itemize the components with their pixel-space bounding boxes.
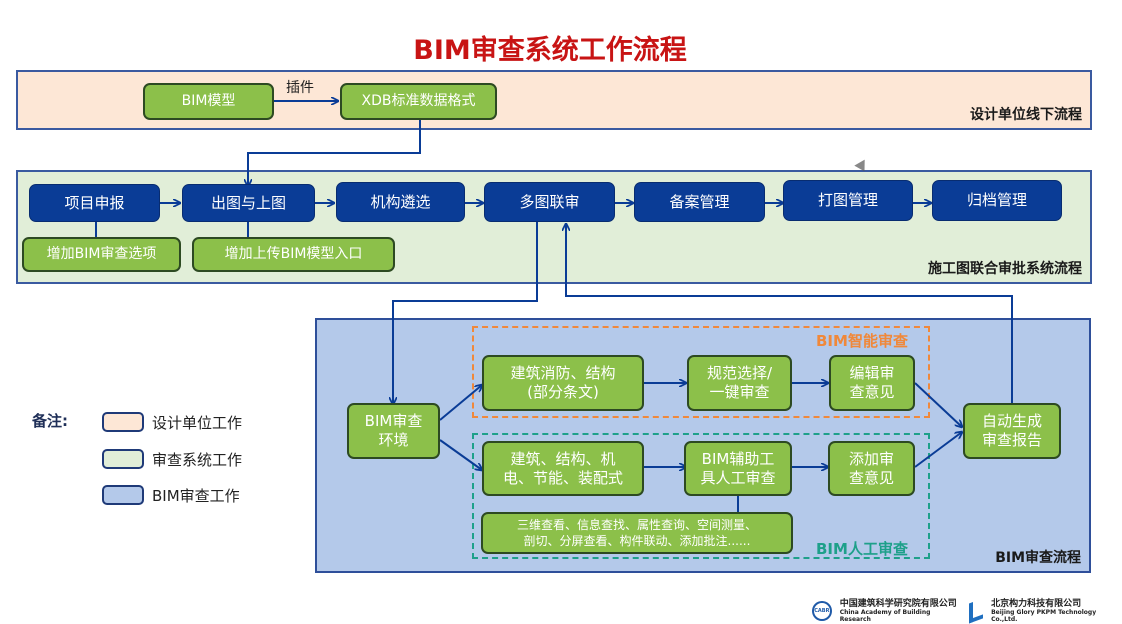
arrow-env-to-manual (439, 439, 482, 470)
legend-label-bim: BIM审查工作 (152, 487, 240, 505)
legend-title: 备注: (32, 412, 68, 430)
cabr-name-cn: 中国建筑科学研究院有限公司 (839, 599, 957, 609)
pkpm-name-en: Beijing Glory PKPM Technology Co.,Ltd. (991, 609, 1097, 623)
node-print-mgmt[interactable]: 打图管理 (783, 180, 913, 221)
cabr-logo-text: 中国建筑科学研究院有限公司 China Academy of Building … (840, 599, 962, 623)
pkpm-logo-text: 北京构力科技有限公司 Beijing Glory PKPM Technology… (991, 599, 1122, 623)
node-bim-model[interactable]: BIM模型 (143, 83, 274, 120)
arrow-xdb-to-upload (248, 120, 421, 186)
pkpm-logo-icon (969, 598, 984, 624)
lane-bim-label: BIM审查流程 (995, 550, 1081, 566)
node-archive-mgmt[interactable]: 归档管理 (932, 180, 1062, 221)
pkpm-name-cn: 北京构力科技有限公司 (991, 599, 1082, 609)
node-smart-select[interactable]: 规范选择/ 一键审查 (687, 355, 792, 411)
node-filing-mgmt[interactable]: 备案管理 (634, 182, 765, 222)
cabr-name-en: China Academy of Building Research (839, 609, 931, 623)
group-smart-review (472, 326, 930, 418)
plugin-label: 插件 (286, 80, 314, 96)
node-smart-scope[interactable]: 建筑消防、结构 (部分条文) (482, 355, 644, 411)
group-manual-review (472, 433, 930, 559)
node-manual-add[interactable]: 添加审 查意见 (828, 441, 915, 496)
lane-system-label: 施工图联合审批系统流程 (928, 261, 1082, 277)
footer-logos: CABR 中国建筑科学研究院有限公司 China Academy of Buil… (812, 598, 1122, 624)
legend-swatch-bim (102, 485, 144, 505)
node-manual-features[interactable]: 三维查看、信息查找、属性查询、空间测量、 剖切、分屏查看、构件联动、添加批注..… (481, 512, 793, 554)
cabr-logo-icon: CABR (812, 601, 832, 621)
node-smart-edit[interactable]: 编辑审 查意见 (829, 355, 915, 411)
legend-swatch-system (102, 449, 144, 469)
node-multi-review[interactable]: 多图联审 (484, 182, 615, 222)
node-xdb-format[interactable]: XDB标准数据格式 (340, 83, 497, 120)
legend-swatch-design (102, 412, 144, 432)
node-drawing-upload[interactable]: 出图与上图 (182, 184, 315, 222)
arrow-env-to-smart (439, 385, 482, 421)
node-auto-report[interactable]: 自动生成 审查报告 (963, 403, 1061, 459)
node-project-apply[interactable]: 项目申报 (29, 184, 160, 222)
group-smart-label: BIM智能审查 (816, 332, 908, 350)
arrow-smart-edit-to-report (914, 382, 962, 427)
node-manual-tool[interactable]: BIM辅助工 具人工审查 (684, 441, 792, 496)
arrow-multi-review-to-bim-env (393, 222, 538, 404)
legend-label-system: 审查系统工作 (152, 451, 243, 469)
group-manual-label: BIM人工审查 (816, 540, 908, 558)
legend-label-design: 设计单位工作 (152, 414, 243, 432)
node-bim-env[interactable]: BIM审查 环境 (347, 403, 440, 459)
lane-design-label: 设计单位线下流程 (970, 107, 1082, 123)
arrow-manual-add-to-report (914, 432, 962, 468)
node-agency-select[interactable]: 机构遴选 (336, 182, 465, 222)
node-add-bim-upload[interactable]: 增加上传BIM模型入口 (192, 237, 395, 272)
node-add-bim-option[interactable]: 增加BIM审查选项 (22, 237, 181, 272)
arrow-report-to-multi-review (566, 224, 1013, 403)
diagram-title: BIM审查系统工作流程 (413, 35, 687, 66)
node-manual-scope[interactable]: 建筑、结构、机 电、节能、装配式 (482, 441, 644, 496)
